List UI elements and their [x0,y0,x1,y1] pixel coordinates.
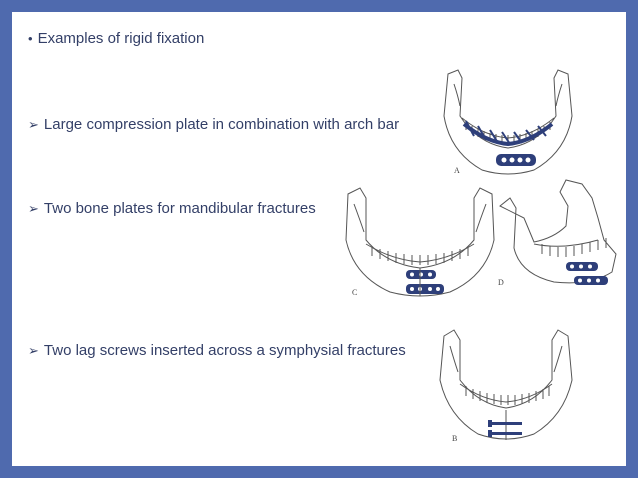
figure-label-b: B [452,434,458,443]
figure-a-mandible-arch-bar: A [438,66,578,178]
figure-c-mandible-two-plates: C [340,184,500,302]
bullet-dot: • [28,31,33,46]
slide-title: • Examples of rigid fixation [28,30,204,47]
list-item-compression-plate: ➢ Large compression plate in combination … [28,116,399,133]
list-item-lag-screws: ➢ Two lag screws inserted across a symphy… [28,342,406,359]
mandible-drawing-c [345,187,495,297]
slide: • Examples of rigid fixation ➢ Large compr… [12,12,626,466]
figure-label-a: A [454,166,460,175]
arrow-bullet-icon: ➢ [28,117,39,132]
mandible-drawing-a [443,69,573,175]
list-item-text: Two bone plates for mandibular fractures [43,200,316,217]
figure-d-lateral-mandible-plates: D [494,178,622,296]
figure-b-mandible-lag-screws: B [436,328,576,448]
slide-title-text: Examples of rigid fixation [37,30,205,47]
list-item-text: Large compression plate in combination w… [43,116,400,133]
arrow-bullet-icon: ➢ [28,201,39,216]
mandible-drawing-d [499,179,617,285]
list-item-bone-plates: ➢ Two bone plates for mandibular fracture… [28,200,316,217]
figure-label-c: C [352,288,358,297]
figure-label-d: D [498,278,504,287]
arrow-bullet-icon: ➢ [28,343,39,358]
list-item-text: Two lag screws inserted across a symphys… [43,342,406,359]
mandible-drawing-b [439,329,573,440]
